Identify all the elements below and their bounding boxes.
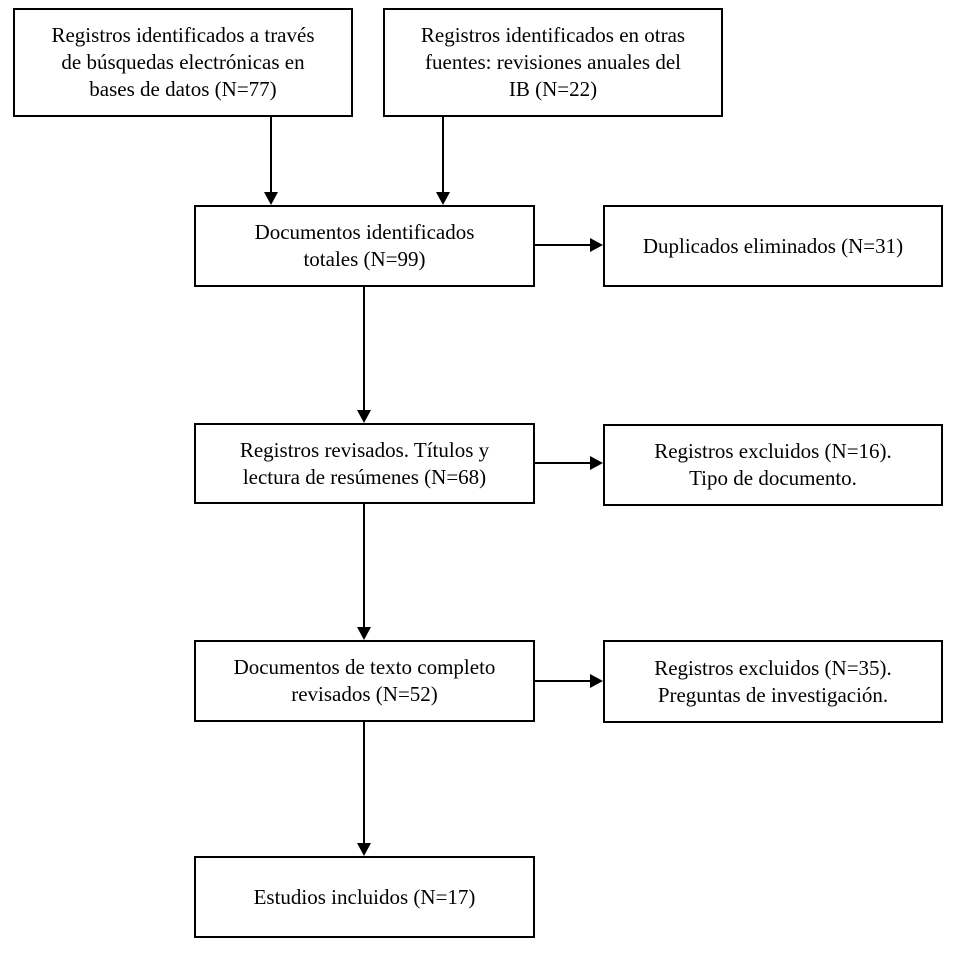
node-text-line: Registros identificados en otras <box>420 23 686 47</box>
node-text-line: Registros revisados. Títulos y <box>239 437 490 462</box>
node-text-line: Registros excluidos (N=16). <box>654 439 892 463</box>
arrow-shaft <box>535 462 591 464</box>
node-text-line: Documentos identificados <box>254 220 475 244</box>
node-text-line: Tipo de documento. <box>689 466 857 490</box>
arrow-shaft <box>363 722 365 844</box>
node-text-line: IB (N=22) <box>508 77 598 101</box>
node-text-line: Registros excluidos (N=35). <box>654 655 892 680</box>
node-records-screened: Registros revisados. Títulos y lectura d… <box>194 423 535 504</box>
node-text-line: Registros identificados a través <box>51 23 315 47</box>
node-studies-included: Estudios incluidos (N=17) <box>194 856 535 938</box>
node-text-line: Preguntas de investigación. <box>657 682 889 707</box>
arrow-shaft <box>270 116 272 193</box>
arrow-shaft <box>363 287 365 411</box>
node-text-line: revisados (N=52) <box>291 682 438 706</box>
arrow-head-down-icon <box>357 843 371 856</box>
arrow-shaft <box>535 680 591 682</box>
arrow-head-down-icon <box>357 410 371 423</box>
node-excluded-research-questions: Registros excluidos (N=35). Preguntas de… <box>603 640 943 723</box>
node-text-line: bases de datos (N=77) <box>89 77 277 101</box>
arrow-head-right-icon <box>590 456 603 470</box>
arrow-head-down-icon <box>357 627 371 640</box>
node-excluded-document-type: Registros excluidos (N=16). Tipo de docu… <box>603 424 943 506</box>
arrow-head-down-icon <box>264 192 278 205</box>
node-fulltext-reviewed: Documentos de texto completo revisados (… <box>194 640 535 722</box>
node-text-line: Duplicados eliminados (N=31) <box>642 233 904 258</box>
arrow-head-down-icon <box>436 192 450 205</box>
node-duplicates-removed: Duplicados eliminados (N=31) <box>603 205 943 287</box>
node-identified-databases: Registros identificados a través de búsq… <box>13 8 353 117</box>
node-text-line: de búsquedas electrónicas en <box>61 50 305 74</box>
arrow-shaft <box>363 504 365 628</box>
arrow-shaft <box>442 116 444 193</box>
node-text-line: totales (N=99) <box>303 247 426 271</box>
node-text-line: fuentes: revisiones anuales del <box>425 50 681 74</box>
arrow-head-right-icon <box>590 238 603 252</box>
node-total-identified: Documentos identificados totales (N=99) <box>194 205 535 287</box>
arrow-head-right-icon <box>590 674 603 688</box>
node-text-line: Documentos de texto completo <box>233 655 496 679</box>
node-text-line: lectura de resúmenes (N=68) <box>242 464 487 489</box>
arrow-shaft <box>535 244 591 246</box>
node-identified-other-sources: Registros identificados en otras fuentes… <box>383 8 723 117</box>
node-text-line: Estudios incluidos (N=17) <box>253 884 476 909</box>
